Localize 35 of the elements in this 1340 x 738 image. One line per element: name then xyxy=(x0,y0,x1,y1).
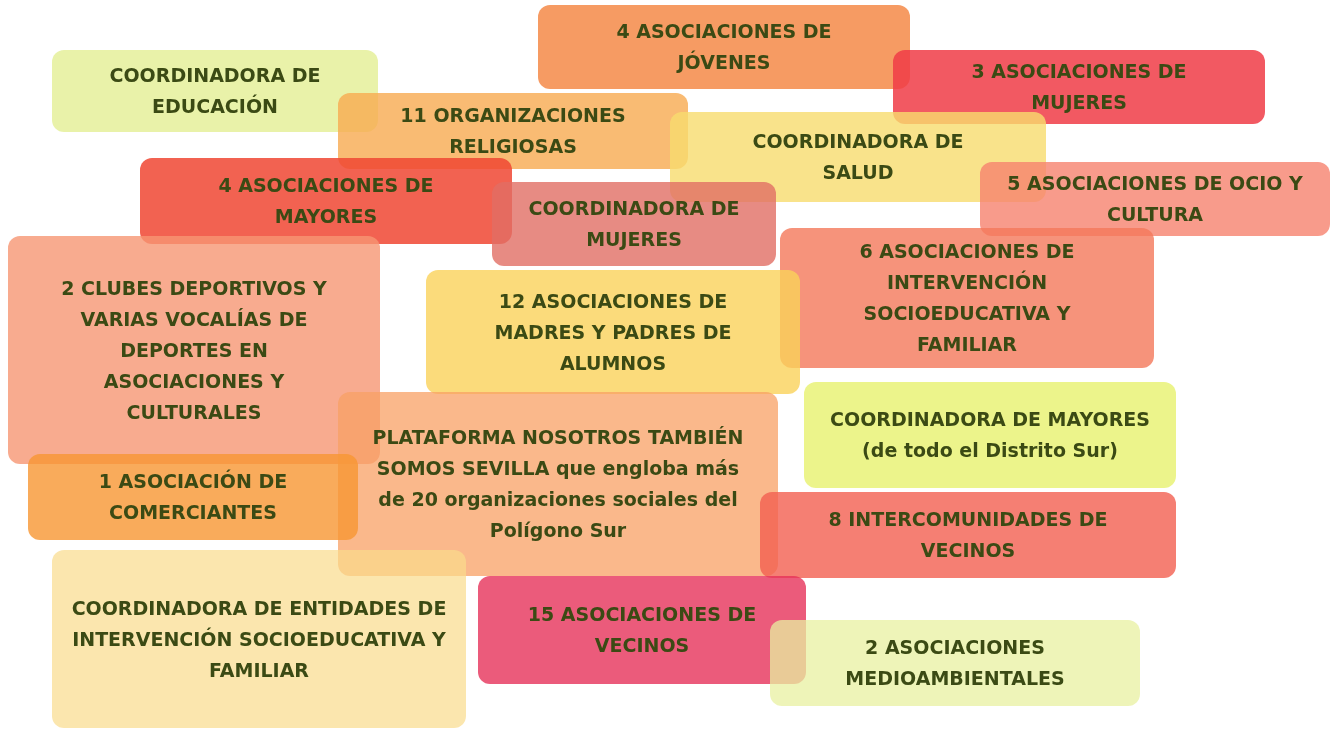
organization-label: COORDINADORA DE MUJERES xyxy=(527,196,741,252)
organization-box xyxy=(760,492,1176,578)
organization-label: 12 ASOCIACIONES DE MADRES Y PADRES DE ALUMNOS xyxy=(493,288,733,376)
organization-box xyxy=(426,270,800,394)
organization-label: 8 INTERCOMUNIDADES DE VECINOS xyxy=(827,507,1109,563)
organization-label: 4 ASOCIACIONES DE MAYORES xyxy=(217,173,435,229)
organization-box xyxy=(28,454,358,540)
organization-box xyxy=(780,228,1154,368)
organization-box xyxy=(52,50,378,132)
organization-box xyxy=(980,162,1330,236)
organization-label: (de todo el Distrito Sur) xyxy=(862,438,1118,463)
organization-box xyxy=(770,620,1140,706)
organization-box xyxy=(338,93,688,169)
organization-box xyxy=(478,576,806,684)
organization-label: 5 ASOCIACIONES DE OCIO Y CULTURA xyxy=(1006,171,1304,227)
organization-label: COORDINADORA DE EDUCACIÓN xyxy=(108,63,322,119)
organization-label: 11 ORGANIZACIONES RELIGIOSAS xyxy=(399,103,627,159)
organization-label: 2 ASOCIACIONES MEDIOAMBIENTALES xyxy=(844,635,1066,691)
organization-box xyxy=(492,182,776,266)
organization-label: 15 ASOCIACIONES DE VECINOS xyxy=(526,602,758,658)
organization-label: 6 ASOCIACIONES DE INTERVENCIÓN SOCIOEDUCATIVA Y FAMILIAR xyxy=(858,239,1076,357)
organization-box xyxy=(893,50,1265,124)
organization-box xyxy=(52,550,466,728)
organization-label: 4 ASOCIACIONES DE JÓVENES xyxy=(615,19,833,75)
organization-box xyxy=(804,382,1176,488)
organization-label: COORDINADORA DE ENTIDADES DE INTERVENCIÓN SOCIOEDUCATIVA Y FAMILIAR xyxy=(70,595,448,683)
organization-label: COORDINADORA DE SALUD xyxy=(751,129,965,185)
organization-label: COORDINADORA DE MAYORES xyxy=(830,407,1150,432)
organization-label: 1 ASOCIACIÓN DE COMERCIANTES xyxy=(97,468,289,525)
organization-label: 2 CLUBES DEPORTIVOS Y VARIAS VOCALÍAS DE DEPORTES EN ASOCIACIONES Y CULTURALES xyxy=(60,275,328,425)
organization-label: PLATAFORMA NOSOTROS TAMBIÉN SOMOS SEVILLA que engloba más de 20 organizaciones sociales del Polígono Sur xyxy=(371,425,745,543)
organization-box xyxy=(338,392,778,576)
organization-label: 3 ASOCIACIONES DE MUJERES xyxy=(970,59,1188,115)
organization-box xyxy=(140,158,512,244)
organization-box xyxy=(538,5,910,89)
